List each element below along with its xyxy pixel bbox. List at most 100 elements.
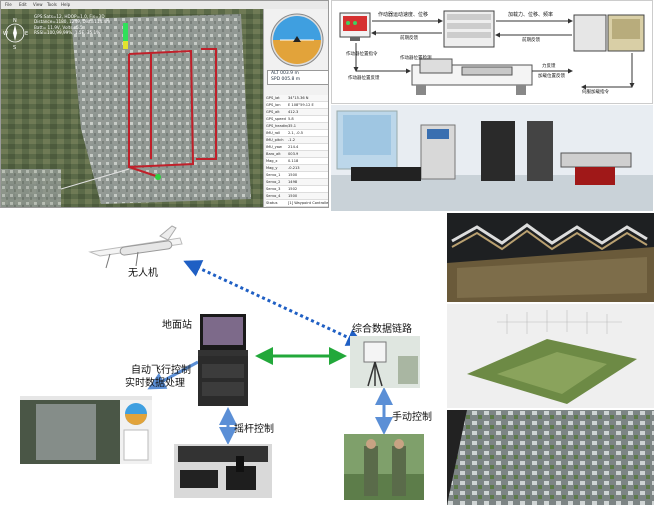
telemetry-value: 412.3: [288, 110, 299, 114]
battery-bar: [123, 41, 128, 49]
menu-item[interactable]: Edit: [19, 2, 27, 7]
label-realtime: 实时数据处理: [125, 378, 185, 389]
menu-item[interactable]: File: [5, 2, 12, 7]
label-force-fb: 力反馈: [542, 64, 556, 69]
telemetry-key: Servo_3: [266, 187, 281, 191]
telemetry-value: 0.118: [288, 159, 299, 163]
label-pos-fb1: 前期反馈: [400, 36, 418, 41]
home-point: [155, 174, 161, 180]
alt-readout: ALT 003.9 m SPD 005.8 m: [267, 70, 328, 85]
telemetry-value: [1] Waypoint Controlled: [288, 201, 328, 205]
telemetry-row: Servo_1 1500: [266, 172, 328, 179]
telemetry-row: Mag_x 0.118: [266, 158, 328, 165]
telemetry-value: 1502: [288, 187, 298, 191]
telemetry-value: -0.213: [288, 166, 300, 170]
signal-bar: [123, 23, 128, 41]
hil-diagram: 作动器运动速度、位移 加载力、位移、频率 前期反馈 前期反馈 作动器位置指令 作…: [331, 0, 653, 104]
attitude-indicator: [270, 13, 324, 67]
menu-item[interactable]: View: [33, 2, 43, 7]
label-motion-cmd: 作动器运动速度、位移: [378, 12, 429, 18]
ground-station-icon: [198, 314, 248, 406]
telemetry-value: 34°15.36 N: [288, 96, 309, 100]
telemetry-value: 1500: [288, 194, 298, 198]
uav-icon: [88, 225, 183, 269]
compass-icon: [5, 23, 25, 43]
loader-controller-icon: [573, 14, 645, 52]
telemetry-key: GPS_speed: [266, 117, 286, 121]
datalink-antenna-icon: [350, 336, 420, 388]
telemetry-value: E 108°59.12 E: [288, 103, 314, 107]
telemetry-row: Baro_alt 003.9: [266, 151, 328, 158]
label-auto-flight: 自动飞行控制: [131, 365, 191, 376]
panel-tabs: Info Control: [266, 87, 328, 104]
gcs-hud: GPS:Sats=12, HDOP=1.0, Fix=3D Distance=1…: [34, 14, 110, 36]
telemetry-row: Servo_3 1502: [266, 186, 328, 193]
hud-line: Batt= 11.9V, Volts=5.5: [34, 24, 83, 30]
telemetry-key: IMU_yaw: [266, 145, 282, 149]
auto-flight-arrow: [147, 360, 199, 390]
label-pos-cmd: 作动器位置指令: [346, 52, 378, 57]
telemetry-row: GPS_alt 412.3: [266, 109, 328, 116]
label-uav: 无人机: [128, 268, 158, 279]
telemetry-key: GPS_lat: [266, 96, 280, 100]
telemetry-value: 214.4: [288, 145, 299, 149]
telemetry-value: 5.8: [288, 117, 294, 121]
label-actuator-ctrl: 作动器位置检测: [400, 56, 432, 61]
svg-text:S: S: [13, 45, 16, 51]
telemetry-key: IMU_roll: [266, 131, 281, 135]
telemetry-key: Status: [266, 201, 278, 205]
telemetry-value: 35.1: [288, 124, 297, 128]
menu-item[interactable]: Tools: [47, 2, 57, 7]
telemetry-key: GPS_alt: [266, 110, 280, 114]
label-ground-station: 地面站: [162, 320, 192, 331]
controller-rack-icon: [443, 10, 495, 48]
terrain-render-2: [447, 304, 654, 408]
label-loading-fb: 前期反馈: [522, 38, 540, 43]
telemetry-row: GPS_lon E 108°59.12 E: [266, 102, 328, 109]
telemetry-key: Servo_2: [266, 180, 281, 184]
hil-flow-graphic: [339, 10, 645, 95]
joystick-photo: [174, 444, 272, 498]
telemetry-key: Servo_1: [266, 173, 281, 177]
satellite-map[interactable]: N W E S: [1, 9, 263, 208]
radio-link: [183, 260, 365, 346]
pc-monitor-icon: [339, 12, 371, 41]
label-joystick: 摇杆控制: [234, 424, 274, 435]
label-load-pos-fb: 加载位置反馈: [538, 74, 565, 79]
telemetry-key: GPS_lon: [266, 103, 281, 107]
telemetry-value: 2.1, -0.5: [288, 131, 304, 135]
telemetry-row: GPS_lat 34°15.36 N: [266, 95, 328, 102]
hud-line: Distance=1180, 1249, Dist=114.4m: [34, 19, 111, 25]
telemetry-row: Status [1] Waypoint Controlled: [266, 200, 328, 207]
telemetry-row: IMU_yaw 214.4: [266, 144, 328, 151]
label-datalink: 综合数据链路: [352, 324, 412, 335]
manual-control-photo: [344, 434, 424, 500]
label-manual: 手动控制: [392, 412, 432, 423]
lab-photo: [331, 105, 653, 211]
telemetry-key: GPS_heading: [266, 124, 288, 128]
telemetry-key: IMU_pitch: [266, 138, 284, 142]
system-links: [20, 225, 424, 500]
telemetry-key: Baro_alt: [266, 152, 281, 156]
terrain-render-1: [447, 213, 654, 302]
label-force-cmd: 加载力、位移、频率: [508, 12, 554, 18]
telemetry-row: IMU_pitch -1.2: [266, 137, 328, 144]
label-load-cmd: 伺服加载指令: [582, 90, 609, 95]
telemetry-row: IMU_roll 2.1, -0.5: [266, 130, 328, 137]
flight-route: [60, 48, 217, 190]
svg-text:W: W: [3, 31, 8, 37]
telemetry-value: 1500: [288, 173, 298, 177]
gcs-thumbnail: [20, 396, 152, 464]
telemetry-value: -1.2: [288, 138, 296, 142]
telemetry-key: Mag_x: [266, 159, 278, 163]
menu-item[interactable]: Help: [61, 2, 71, 7]
gcs-screenshot: File Edit View Tools Help: [0, 0, 329, 208]
telemetry-value: 003.9: [288, 152, 299, 156]
telemetry-key: Mag_y: [266, 166, 278, 170]
gcs-right-panel: ALT 003.9 m SPD 005.8 m Info Control GPS…: [263, 9, 328, 207]
